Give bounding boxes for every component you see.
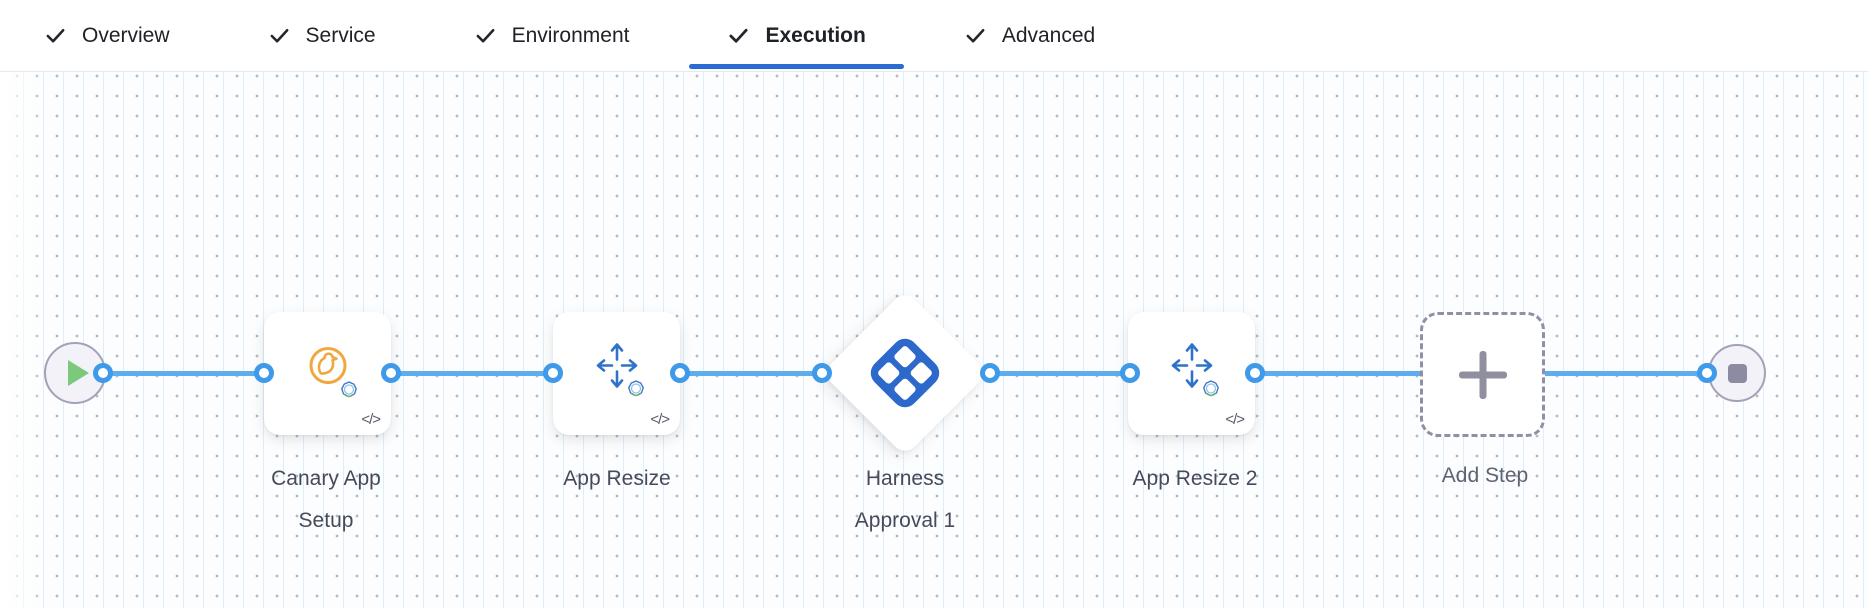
check-icon [729, 28, 749, 43]
active-tab-underline [689, 64, 904, 69]
edge-approval-appresize2 [988, 371, 1133, 376]
tab-label: Environment [511, 23, 630, 47]
tab-label: Service [305, 23, 376, 47]
port-appresize-out[interactable] [670, 363, 690, 383]
step-label-harness-approval-1: Harness Approval 1 [854, 467, 956, 532]
canary-icon [307, 345, 357, 398]
edge-start-canary [103, 371, 264, 376]
port-end-in[interactable] [1697, 363, 1717, 383]
check-icon [270, 28, 288, 43]
template-code-badge: </> [650, 411, 670, 428]
port-appresize2-out[interactable] [1245, 363, 1265, 383]
check-icon [476, 28, 495, 43]
check-icon [966, 28, 985, 43]
template-code-badge: </> [361, 411, 381, 428]
tab-label: Advanced [1001, 23, 1096, 47]
tab-environment[interactable]: Environment [474, 0, 630, 71]
step-label-app-resize-2: App Resize 2 [1132, 467, 1258, 490]
tab-advanced[interactable]: Advanced [964, 0, 1095, 71]
template-code-badge: </> [1225, 411, 1245, 428]
stage-config-tabbar: Overview Service Environment Execution A… [0, 0, 1868, 72]
plus-icon [1459, 351, 1507, 399]
resize-arrows-icon [1168, 341, 1219, 397]
step-label-app-resize: App Resize [563, 467, 671, 490]
resize-arrows-icon [593, 341, 644, 397]
add-step-button[interactable] [1420, 312, 1545, 437]
play-icon [67, 360, 89, 386]
gear-icon [627, 380, 645, 398]
step-label-add-step: Add Step [1441, 464, 1529, 487]
step-label-canary-app-setup: Canary App Setup [271, 467, 381, 532]
port-appresize2-in[interactable] [1120, 363, 1140, 383]
port-appresize-in[interactable] [543, 363, 563, 383]
step-node-canary-app-setup[interactable]: </> [264, 312, 391, 435]
port-start-out[interactable] [93, 363, 113, 383]
tab-execution[interactable]: Execution [689, 0, 904, 71]
port-approval-out[interactable] [980, 363, 1000, 383]
tab-label: Execution [765, 23, 866, 47]
edge-canary-appresize [391, 371, 553, 376]
gear-icon [340, 381, 358, 399]
check-icon [46, 28, 65, 43]
step-node-app-resize[interactable]: </> [553, 312, 680, 435]
port-approval-in[interactable] [812, 363, 832, 383]
port-canary-in[interactable] [254, 363, 274, 383]
stop-icon [1727, 363, 1747, 383]
port-canary-out[interactable] [381, 363, 401, 383]
edge-appresize-approval [680, 371, 825, 376]
step-node-app-resize-2[interactable]: </> [1128, 312, 1255, 435]
tab-label: Overview [82, 23, 170, 47]
tab-service[interactable]: Service [268, 0, 376, 71]
tab-overview[interactable]: Overview [44, 0, 170, 71]
gear-icon [1202, 380, 1220, 398]
